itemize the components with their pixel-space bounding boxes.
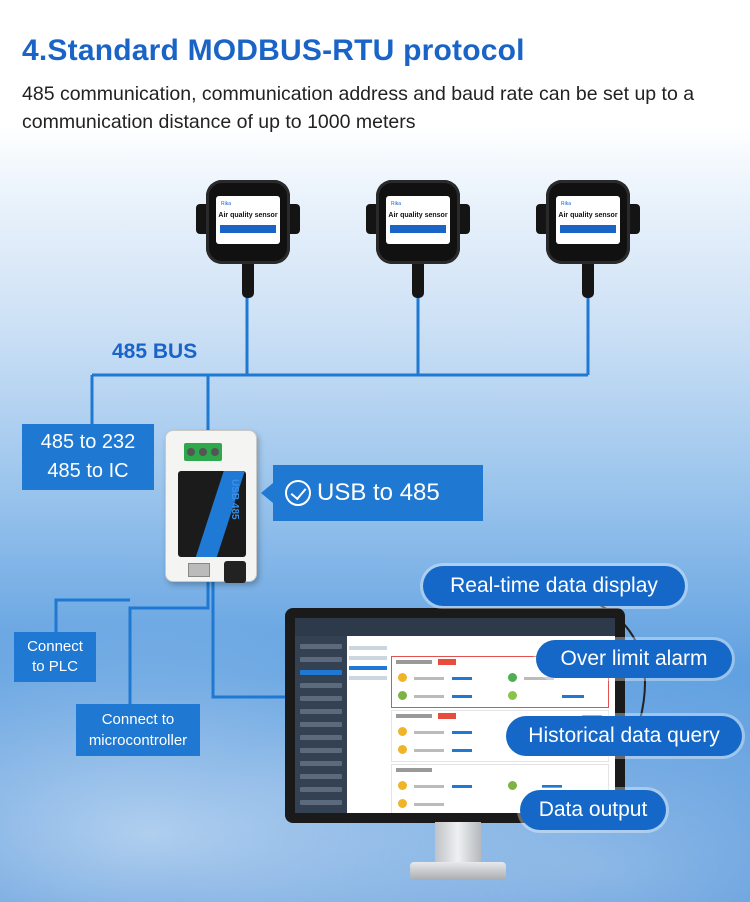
connect-mcu-line1: Connect to xyxy=(101,711,175,728)
page-subtitle: 485 communication, communication address… xyxy=(22,83,695,133)
power-jack xyxy=(224,561,246,583)
connect-plc-box: Connect to PLC xyxy=(14,632,96,682)
bus-label: 485 BUS xyxy=(112,340,198,363)
feature-data-output: Data output xyxy=(520,790,666,830)
converter-type-line2: 485 to IC xyxy=(47,460,129,482)
connect-plc-line1: Connect xyxy=(27,638,83,655)
feature-realtime-display: Real-time data display xyxy=(423,566,685,606)
feature-historical-query: Historical data query xyxy=(506,716,742,756)
monitor-stand xyxy=(435,822,481,868)
connect-mcu-box: Connect to microcontroller xyxy=(76,704,200,756)
monitor-base xyxy=(410,862,506,880)
usb-to-485-badge: USB to 485 xyxy=(261,465,483,521)
converter-type-label: 485 to 232 485 to IC xyxy=(22,424,154,490)
check-circle-icon xyxy=(285,480,311,506)
page-title: 4.Standard MODBUS-RTU protocol xyxy=(22,34,525,67)
converter-type-line1: 485 to 232 xyxy=(40,431,136,453)
sensor-name: Air quality sensor xyxy=(218,212,278,219)
connect-mcu-line2: microcontroller xyxy=(88,732,188,749)
connect-plc-line2: to PLC xyxy=(32,658,78,675)
usb-port xyxy=(188,563,210,577)
usb-485-converter: USB 485 xyxy=(165,430,257,583)
usb-to-485-label: USB to 485 xyxy=(317,479,440,506)
sensor-name: Air quality sensor xyxy=(388,212,448,219)
sensor-name: Air quality sensor xyxy=(558,212,618,219)
feature-over-limit-alarm: Over limit alarm xyxy=(536,640,732,678)
